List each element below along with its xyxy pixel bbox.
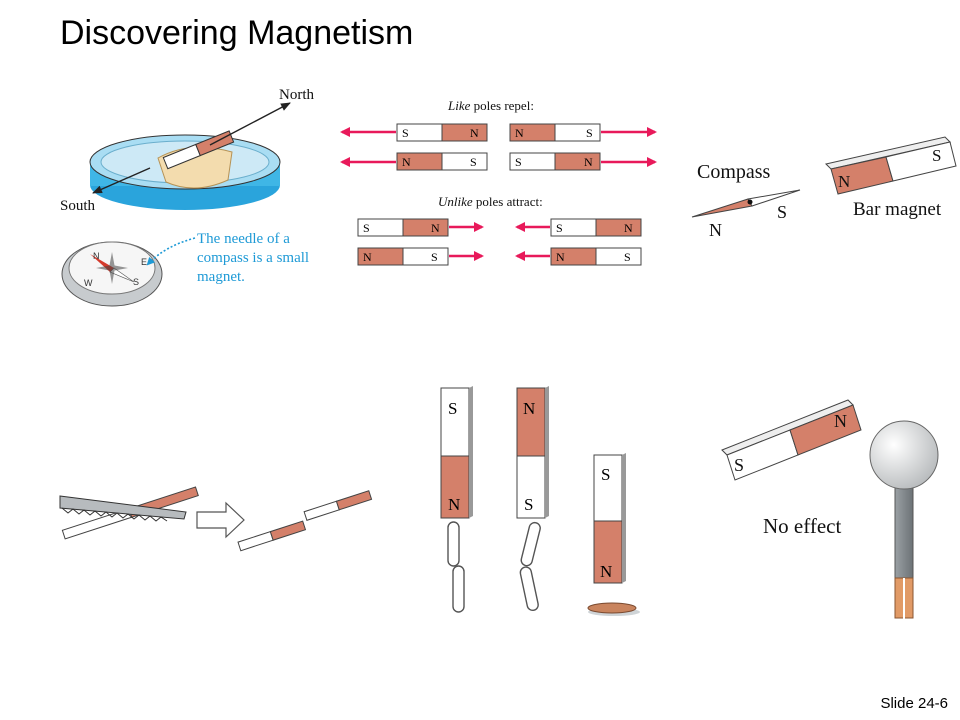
pole-n: N bbox=[363, 250, 372, 264]
bar-magnet-diagram: N S Bar magnet bbox=[825, 136, 957, 220]
magnet-white-half bbox=[441, 152, 488, 171]
magnet-red-half bbox=[441, 123, 488, 142]
magnet-side-edge bbox=[545, 386, 549, 518]
floating-magnet-dish: North South bbox=[60, 87, 314, 214]
slide-title: Discovering Magnetism bbox=[60, 14, 414, 52]
pole-n: N bbox=[402, 155, 411, 169]
slide-number: Slide 24-6 bbox=[880, 695, 948, 712]
pole-n: N bbox=[515, 126, 524, 140]
tilted-magnet-north bbox=[789, 404, 862, 456]
magnet-white-half bbox=[402, 247, 449, 266]
compass-rose bbox=[96, 252, 128, 284]
vertical-magnet-north-half bbox=[516, 387, 546, 457]
magnet-with-coin: S N bbox=[587, 453, 640, 616]
cut-piece-1-south bbox=[237, 530, 274, 552]
pole-n: N bbox=[431, 221, 440, 235]
compass-caption-line-2: compass is a small bbox=[197, 250, 309, 266]
vertical-magnet-north-half bbox=[440, 455, 470, 519]
cut-piece-1-north bbox=[269, 520, 307, 541]
tilted-magnet-label-n: N bbox=[834, 411, 847, 431]
south-arrow bbox=[92, 167, 151, 194]
caption-pointer bbox=[146, 237, 196, 266]
pole-s: S bbox=[515, 155, 522, 169]
pole-n: N bbox=[470, 126, 479, 140]
compass-dial-e: E bbox=[141, 257, 147, 267]
pole-s: S bbox=[601, 465, 610, 484]
pole-s: S bbox=[586, 126, 593, 140]
vertical-magnet-south-half bbox=[440, 387, 470, 457]
like-poles-title: Like poles repel: bbox=[447, 98, 534, 113]
pole-s: S bbox=[431, 250, 438, 264]
coin bbox=[587, 602, 637, 614]
pole-n: N bbox=[600, 562, 612, 581]
compass-dial-s: S bbox=[133, 277, 139, 287]
compass-caption-line-3: magnet. bbox=[197, 269, 245, 285]
magnet-with-clips-1: S N bbox=[440, 386, 473, 613]
bar-magnet-label-n: N bbox=[838, 172, 850, 191]
cut-magnet-diagram bbox=[59, 486, 373, 552]
compass-label: Compass bbox=[697, 161, 771, 183]
bar-magnet-label-s: S bbox=[932, 146, 941, 165]
unlike-poles-title: Unlike poles attract: bbox=[438, 194, 543, 209]
needle-north-half bbox=[691, 198, 753, 218]
pole-s: S bbox=[363, 221, 370, 235]
pole-n: N bbox=[448, 495, 460, 514]
magnet-red-half bbox=[402, 218, 449, 237]
magnet-white-half bbox=[595, 247, 642, 266]
unlike-poles-attract: Unlike poles attract: S N S N N S N S bbox=[357, 194, 642, 266]
paper-clip bbox=[519, 566, 539, 612]
pole-s: S bbox=[624, 250, 631, 264]
saw-teeth bbox=[61, 507, 168, 522]
bar-magnet-south bbox=[885, 141, 957, 182]
tilted-magnet-label-s: S bbox=[734, 455, 744, 475]
magnet-with-clips-2: N S bbox=[516, 386, 549, 612]
pole-n: N bbox=[556, 250, 565, 264]
magnet-red-half bbox=[595, 218, 642, 237]
needle-label-n: N bbox=[709, 220, 722, 240]
cut-piece-2-south bbox=[303, 500, 340, 521]
south-label: South bbox=[60, 198, 96, 214]
pole-s: S bbox=[470, 155, 477, 169]
no-effect-diagram: S N No effect bbox=[721, 399, 939, 620]
needle-pivot bbox=[747, 199, 753, 205]
vertical-magnet-south-half bbox=[516, 455, 546, 519]
process-arrow bbox=[196, 501, 245, 539]
north-label: North bbox=[279, 87, 314, 103]
compass-illustration: N E S W The needle of a compass is a sma… bbox=[61, 231, 309, 307]
compass-dial-w: W bbox=[84, 278, 93, 288]
compass-caption-line-1: The needle of a bbox=[197, 231, 290, 247]
bar-magnet-label: Bar magnet bbox=[853, 199, 942, 220]
magnet-red-half bbox=[554, 152, 601, 171]
pole-s: S bbox=[524, 495, 533, 514]
pole-n: N bbox=[584, 155, 593, 169]
cut-piece-2-north bbox=[335, 490, 373, 511]
needle-south-half bbox=[747, 189, 801, 207]
paper-clip bbox=[452, 565, 465, 613]
pole-n: N bbox=[624, 221, 633, 235]
needle-label-s: S bbox=[777, 202, 787, 222]
magnet-side-edge bbox=[622, 453, 626, 583]
metal-ball bbox=[869, 420, 939, 490]
pole-s: S bbox=[448, 399, 457, 418]
north-arrow bbox=[209, 102, 291, 146]
vertical-magnet-south-half bbox=[593, 454, 623, 522]
paper-clip bbox=[447, 521, 460, 567]
pole-n: N bbox=[523, 399, 535, 418]
like-poles-repel: Like poles repel: S N N S N S S N bbox=[340, 98, 657, 171]
magnet-side-edge bbox=[469, 386, 473, 518]
saw-blade bbox=[59, 495, 187, 520]
pole-s: S bbox=[556, 221, 563, 235]
compass-dial-n: N bbox=[93, 251, 100, 261]
paper-clip bbox=[520, 521, 541, 567]
no-effect-label: No effect bbox=[763, 514, 841, 538]
magnet-white-half bbox=[554, 123, 601, 142]
compass-needle-diagram: Compass N S bbox=[691, 161, 801, 240]
pole-s: S bbox=[402, 126, 409, 140]
